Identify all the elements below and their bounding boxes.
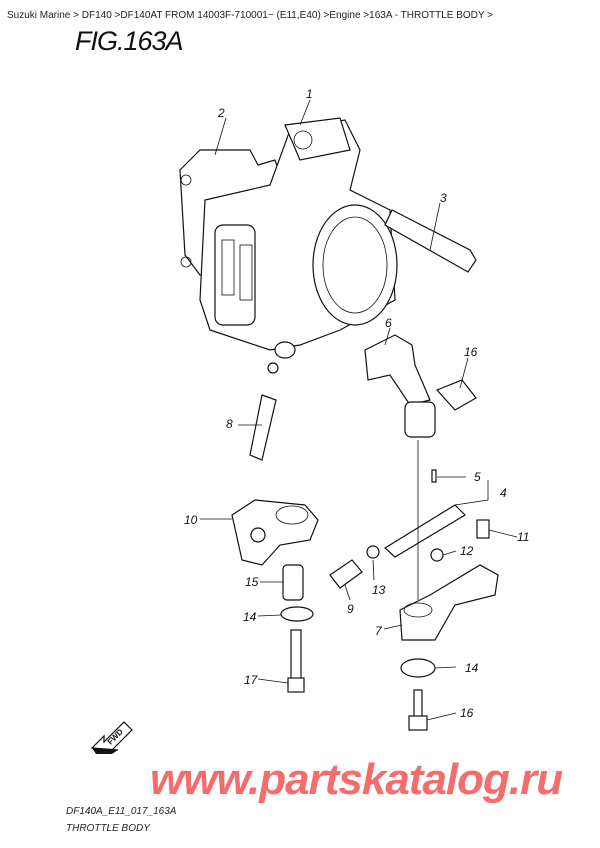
bracket [364,334,431,406]
callout-14-right[interactable]: 14 [465,661,479,675]
callout-10[interactable]: 10 [184,513,198,527]
callout-11[interactable]: 11 [517,530,529,544]
callout-9[interactable]: 9 [347,602,354,616]
callout-16-top[interactable]: 16 [464,345,478,359]
callout-7[interactable]: 7 [375,624,383,638]
drawing-title: THROTTLE BODY [66,823,150,834]
rod [249,394,277,461]
callout-15[interactable]: 15 [245,575,259,589]
watermark: www.partskatalog.ru [150,755,563,804]
callout-2[interactable]: 2 [217,106,225,120]
callout-1[interactable]: 1 [306,87,313,101]
lever [231,499,319,566]
fwd-arrow-icon: FWD [90,721,133,754]
callout-13[interactable]: 13 [372,583,386,597]
bolt [384,209,477,273]
lever-arm [399,564,499,641]
callout-6[interactable]: 6 [385,316,392,330]
breadcrumb[interactable]: Suzuki Marine > DF140 >DF140AT FROM 1400… [7,10,493,21]
drawing-code: DF140A_E11_017_163A [66,806,177,817]
callout-4[interactable]: 4 [500,486,507,500]
callout-12[interactable]: 12 [460,544,474,558]
callout-14-left[interactable]: 14 [243,610,257,624]
callout-5[interactable]: 5 [474,470,481,484]
callout-3[interactable]: 3 [440,191,447,205]
callout-8[interactable]: 8 [226,417,233,431]
callout-17[interactable]: 17 [244,673,259,687]
figure-title: FIG.163A [75,26,184,56]
callout-16-bottom[interactable]: 16 [460,706,474,720]
